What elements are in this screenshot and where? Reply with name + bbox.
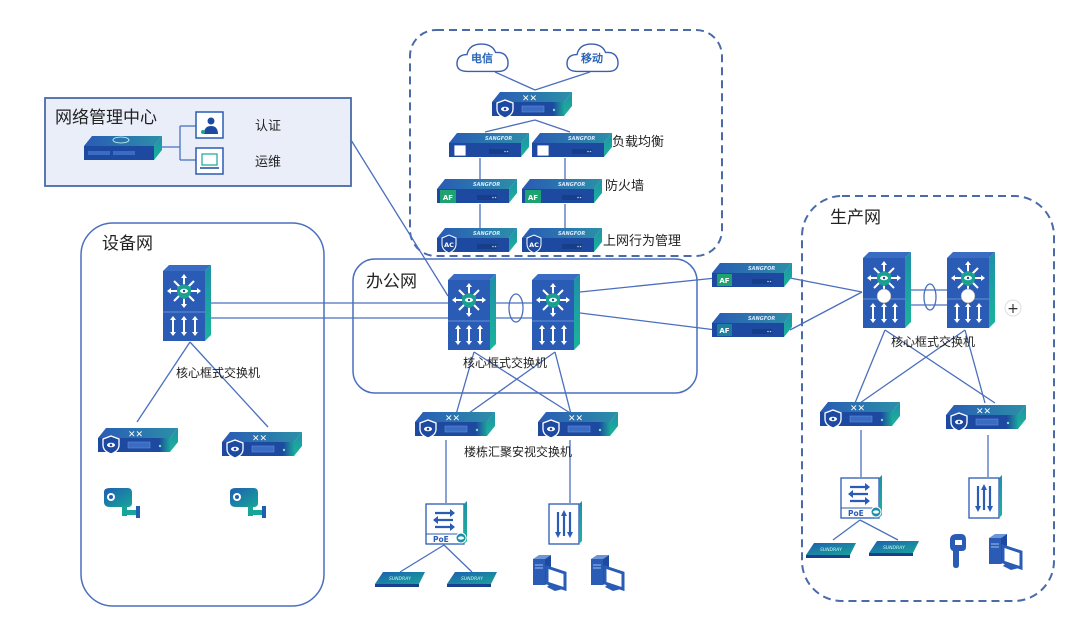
- office-ap-1: [375, 572, 425, 587]
- bridge-firewall-2: AF: [712, 313, 792, 337]
- load-balancer-2: [532, 133, 612, 157]
- office-l2-switch: [547, 499, 584, 546]
- nms-server: [84, 136, 162, 160]
- office-core-label: 核心框式交换机: [463, 355, 547, 370]
- firewall-2: AF: [522, 179, 602, 203]
- plus-icon: +: [1007, 301, 1019, 317]
- office-pc-2: [589, 553, 625, 593]
- svg-text:移动: 移动: [581, 51, 603, 65]
- cloud-mobile: 移动: [566, 43, 619, 73]
- prod-core-switch-2: [946, 251, 996, 329]
- device-access-switch-2: [221, 431, 303, 459]
- auth-item: 认证: [195, 111, 281, 139]
- load-balancer-1: [449, 133, 529, 157]
- prod-poe-switch: [839, 473, 884, 520]
- add-button[interactable]: +: [1004, 299, 1022, 317]
- ac-shield-icon: [441, 234, 457, 254]
- prod-core-label: 核心框式交换机: [891, 334, 975, 349]
- device-core-label: 核心框式交换机: [176, 365, 260, 380]
- af-badge: [525, 190, 541, 203]
- production-network-zone: [801, 195, 1055, 602]
- prod-agg-switch-2: [945, 404, 1027, 432]
- device-core-switch: [162, 264, 212, 342]
- af-badge: [440, 190, 456, 203]
- barcode-scanner: [950, 534, 966, 568]
- user-auth-icon: [207, 117, 215, 125]
- nms-title: 网络管理中心: [55, 108, 157, 128]
- device-access-switch-1: [97, 427, 179, 455]
- auth-label: 认证: [255, 119, 281, 134]
- office-network-zone: [352, 258, 698, 394]
- ops-item: 运维: [195, 147, 281, 175]
- prod-core-switch-1: [862, 251, 912, 329]
- ac-shield-icon: [526, 234, 542, 254]
- office-net-title: 办公网: [366, 272, 417, 292]
- office-pc-1: [531, 553, 567, 593]
- svg-text:AF: AF: [443, 194, 453, 202]
- cloud-telecom: 电信: [456, 43, 509, 73]
- office-ap-2: [447, 572, 497, 587]
- office-agg-switch-2: [537, 411, 619, 439]
- internet-zone: [409, 29, 723, 257]
- svg-text:AF: AF: [528, 194, 538, 202]
- ops-label: 运维: [255, 155, 281, 170]
- device-net-title: 设备网: [102, 234, 153, 254]
- office-core-switch-1: [447, 273, 497, 351]
- firewall-1: AF: [437, 179, 517, 203]
- office-agg-switch-1: [414, 411, 496, 439]
- office-poe-switch: [424, 499, 469, 546]
- links: [136, 71, 996, 573]
- load-balancer-icon: [453, 144, 467, 157]
- bridge-firewall-1: AF: [712, 263, 792, 287]
- svg-text:AC: AC: [529, 241, 539, 249]
- svg-text:AC: AC: [444, 241, 454, 249]
- camera-1: [104, 488, 140, 518]
- office-agg-label: 楼栋汇聚安视交换机: [464, 444, 572, 459]
- svg-text:电信: 电信: [471, 51, 493, 65]
- camera-2: [230, 488, 266, 518]
- device-network-zone: [80, 222, 325, 607]
- prod-l2-switch: [967, 473, 1004, 520]
- prod-ap-2: [869, 541, 919, 556]
- load-balancer-icon: [536, 144, 550, 157]
- prod-pc: [987, 532, 1023, 572]
- edge-switch: [491, 91, 573, 119]
- behavior-mgmt-label: 上网行为管理: [603, 234, 681, 249]
- office-core-switch-2: [531, 273, 581, 351]
- load-balancer-label: 负载均衡: [612, 135, 664, 150]
- svg-text:AF: AF: [719, 277, 729, 285]
- prod-ap-1: [806, 543, 856, 558]
- ops-monitor-icon: [201, 153, 218, 166]
- production-net-title: 生产网: [830, 208, 881, 228]
- prod-agg-switch-1: [819, 401, 901, 429]
- firewall-label: 防火墙: [605, 178, 644, 194]
- behavior-mgmt-1: AC: [437, 228, 517, 254]
- svg-text:AF: AF: [719, 327, 729, 335]
- behavior-mgmt-2: AC: [522, 228, 602, 254]
